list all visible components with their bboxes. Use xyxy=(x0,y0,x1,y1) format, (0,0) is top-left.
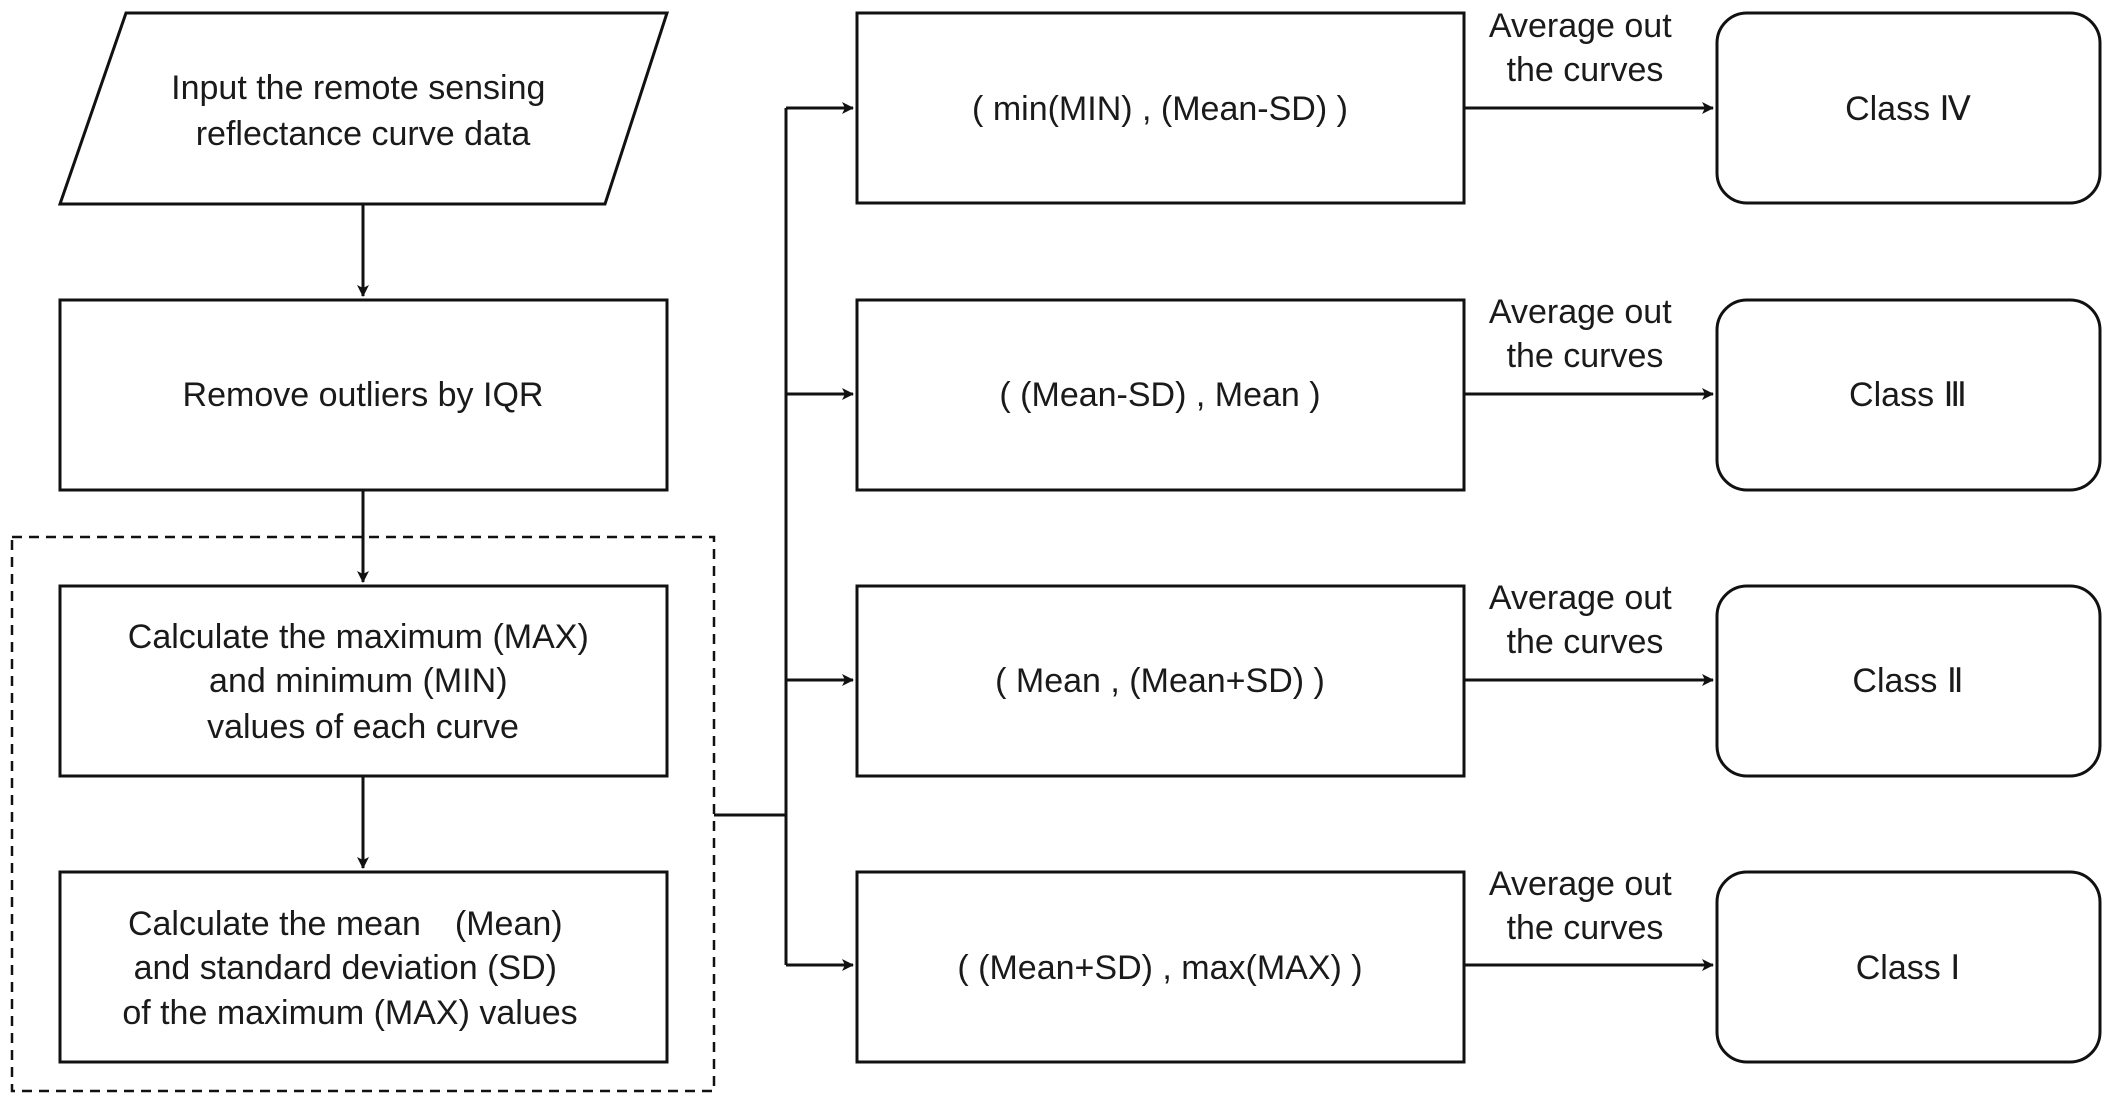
class-label-1: Class Ⅳ xyxy=(1845,90,1971,128)
range-node-1[interactable] xyxy=(855,11,1466,205)
range-node-3[interactable] xyxy=(855,584,1466,778)
class-node-1[interactable] xyxy=(1715,11,2102,205)
range-label-3: ( Mean , (Mean+SD) ) xyxy=(995,662,1325,700)
remove-outliers-label: Remove outliers by IQR xyxy=(183,376,544,414)
input-data-label: Input the remote sensing reflectance cur… xyxy=(171,69,555,153)
range-row-2: ( (Mean-SD) , Mean ) Average out the cur… xyxy=(786,293,2102,492)
class-label-3: Class Ⅱ xyxy=(1852,662,1963,700)
range-label-4: ( (Mean+SD) , max(MAX) ) xyxy=(957,949,1362,987)
range-row-1: ( min(MIN) , (Mean-SD) ) Average out the… xyxy=(786,7,2102,205)
calc-max-min-label: Calculate the maximum (MAX) and minimum … xyxy=(128,618,598,746)
average-label-4: Average out the curves xyxy=(1489,865,1681,947)
calc-max-min-node[interactable] xyxy=(58,584,669,778)
range-node-2[interactable] xyxy=(855,298,1466,492)
calc-mean-sd-label: Calculate the mean (Mean) and standard d… xyxy=(122,905,577,1032)
range-node-4[interactable] xyxy=(855,870,1466,1064)
calc-mean-sd-node[interactable] xyxy=(58,870,669,1064)
class-label-4: Class Ⅰ xyxy=(1856,949,1961,987)
average-label-2: Average out the curves xyxy=(1489,293,1681,375)
average-label-1: Average out the curves xyxy=(1489,7,1681,89)
range-row-4: ( (Mean+SD) , max(MAX) ) Average out the… xyxy=(786,865,2102,1064)
class-label-2: Class Ⅲ xyxy=(1849,376,1967,414)
range-row-3: ( Mean , (Mean+SD) ) Average out the cur… xyxy=(786,579,2102,778)
class-node-4[interactable] xyxy=(1715,870,2102,1064)
input-data-node[interactable] xyxy=(57,11,670,206)
class-node-3[interactable] xyxy=(1715,584,2102,778)
class-node-2[interactable] xyxy=(1715,298,2102,492)
range-label-1: ( min(MIN) , (Mean-SD) ) xyxy=(972,90,1348,128)
average-label-3: Average out the curves xyxy=(1489,579,1681,661)
range-label-2: ( (Mean-SD) , Mean ) xyxy=(999,376,1320,414)
